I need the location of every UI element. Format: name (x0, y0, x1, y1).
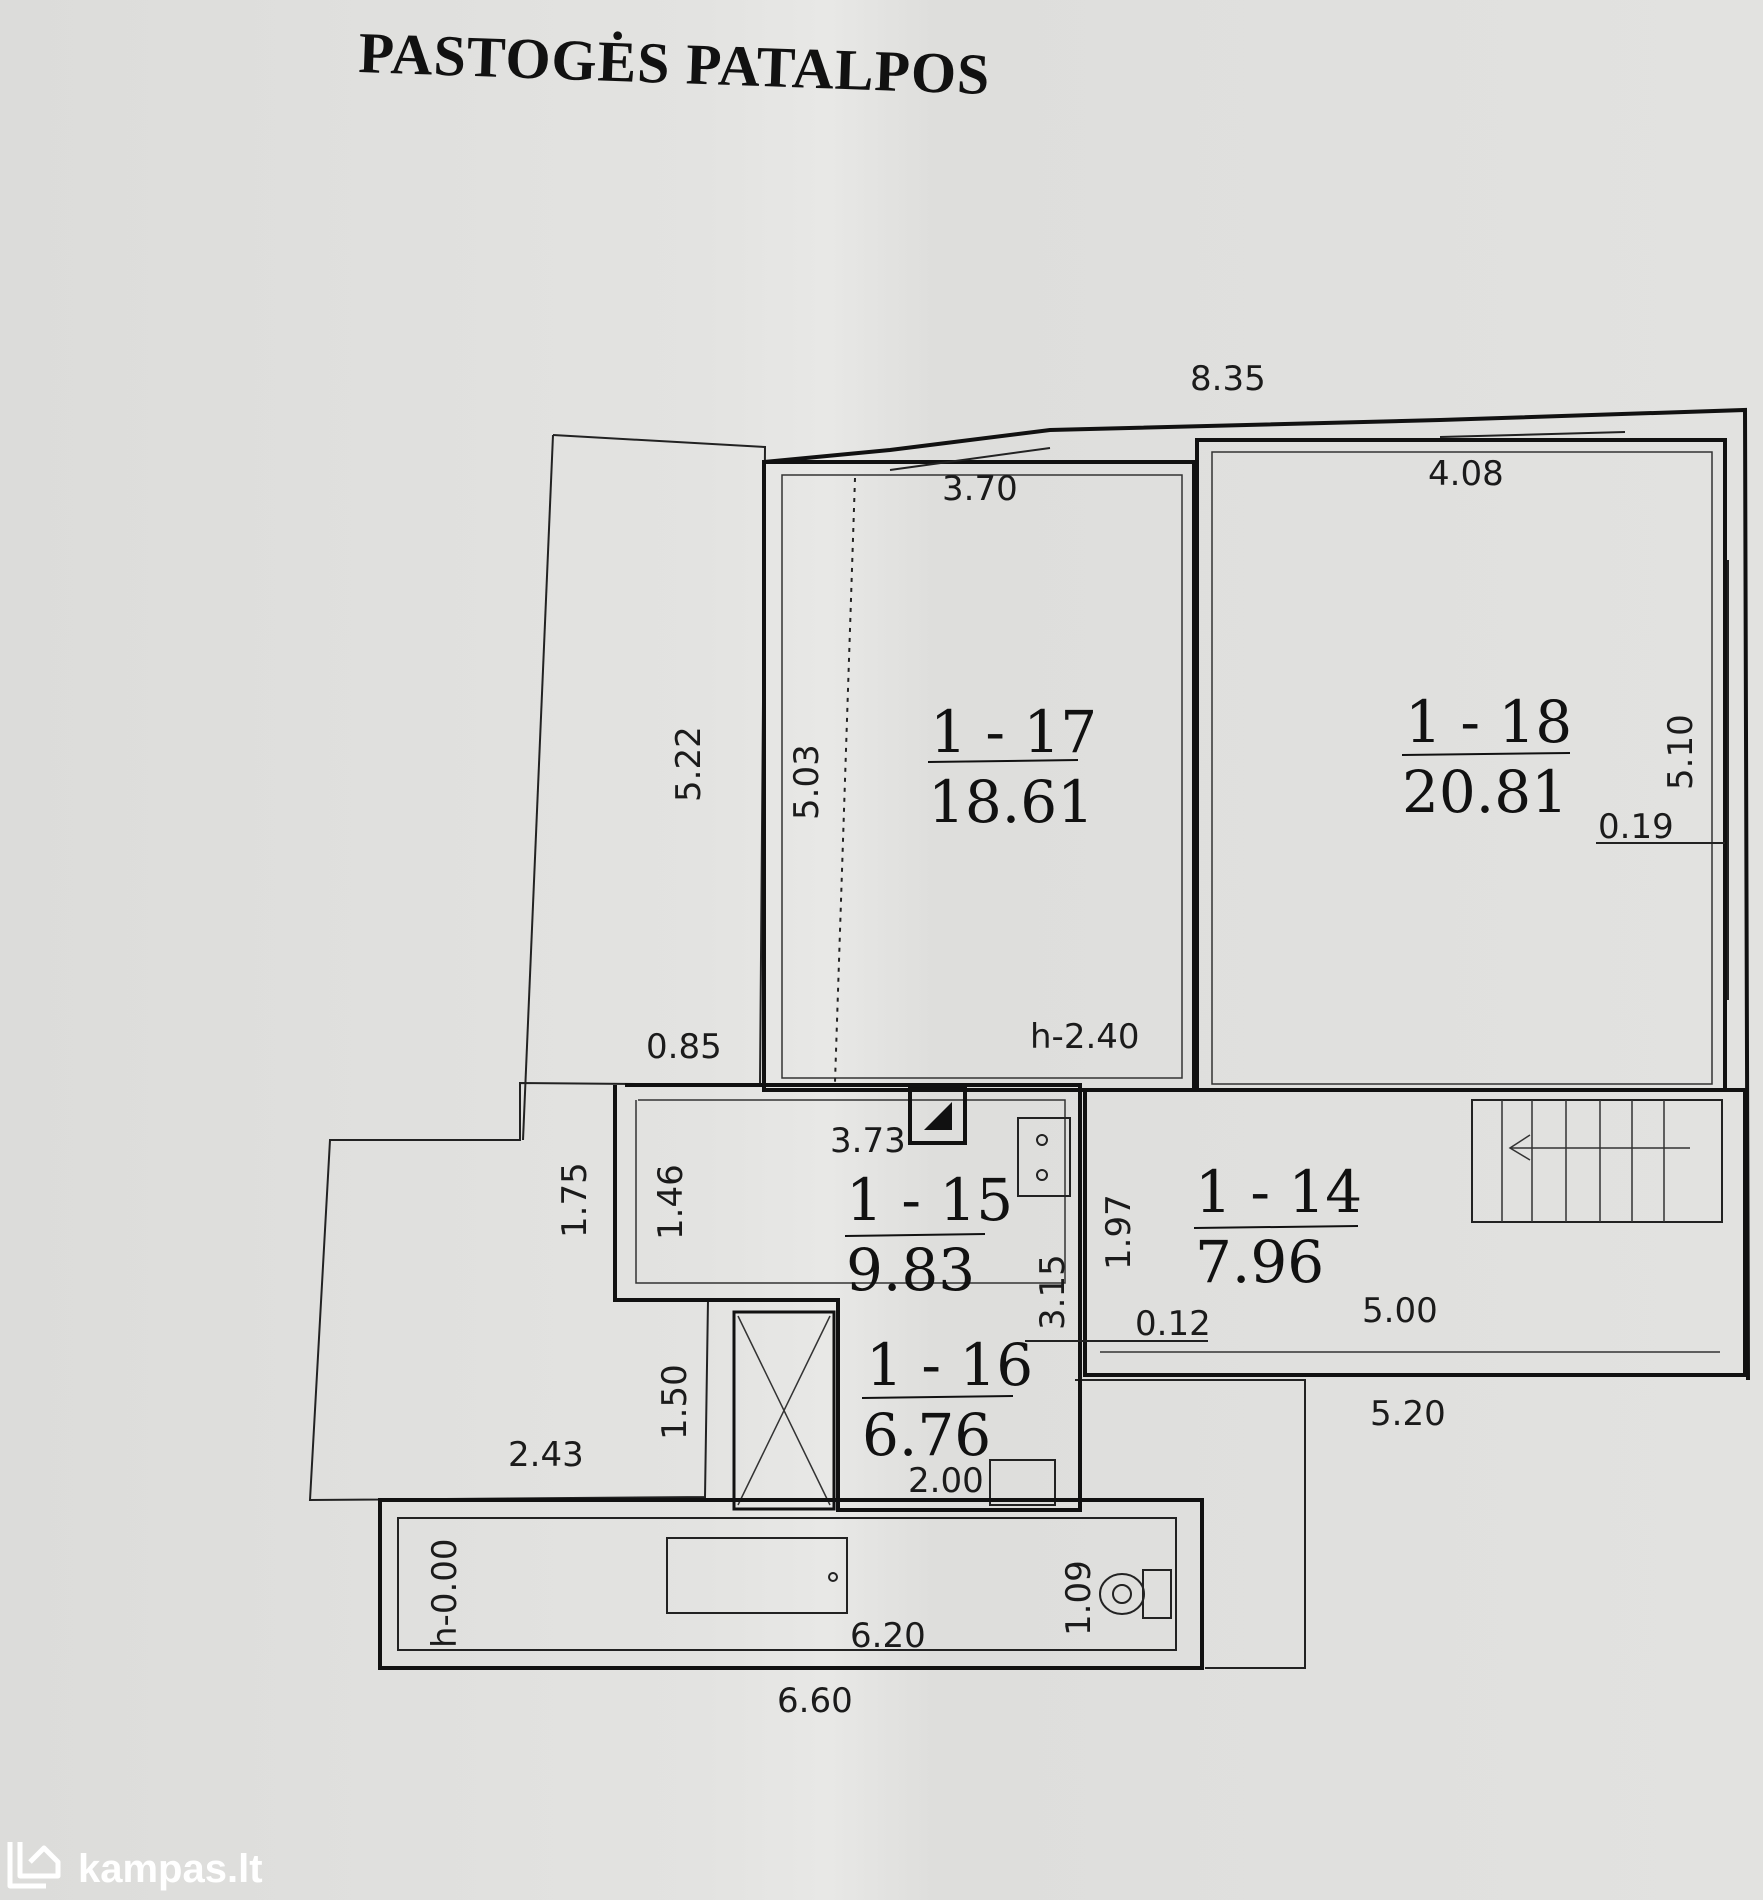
room-1-18-inner (1211, 451, 1713, 1085)
room-label-1-17: 1 - 17 18.61 (927, 698, 1097, 836)
dim-wall-019: 0.19 (1598, 807, 1674, 847)
room-label-1-14: 1 - 14 7.96 (1193, 1158, 1362, 1296)
room-area: 9.83 (846, 1236, 975, 1304)
chimney-fill (924, 1102, 952, 1130)
bathtub-icon (666, 1537, 848, 1614)
dim-bottom-520: 5.20 (1370, 1394, 1446, 1434)
dim-left-150: 1.50 (655, 1364, 695, 1440)
room-1-15-inner (635, 1099, 1066, 1284)
dim-room17-width: 3.70 (942, 469, 1018, 509)
room-id: 1 - 17 (930, 698, 1097, 766)
dim-bottom-620: 6.20 (850, 1616, 926, 1656)
room-id: 1 - 16 (866, 1331, 1033, 1399)
room-label-1-15: 1 - 15 9.83 (844, 1166, 1013, 1304)
room-area: 20.81 (1402, 758, 1568, 826)
bottom-corridor-walls (378, 1498, 1204, 1670)
window-top-2 (1439, 431, 1626, 438)
dim-left-175: 1.75 (555, 1162, 595, 1238)
dim-room16-315: 3.15 (1033, 1254, 1073, 1330)
room-id: 1 - 14 (1195, 1158, 1362, 1226)
bottom-corridor-inner (397, 1517, 1177, 1651)
dim-height-240: h-2.40 (1030, 1017, 1140, 1057)
stairs-icon (1471, 1099, 1723, 1223)
room-1-17-walls (762, 460, 1196, 1092)
room-1-14-walls (1083, 1088, 1747, 1377)
dim-overall-top: 8.35 (1190, 359, 1266, 399)
room-1-15-walls (613, 1083, 1082, 1512)
slope-line-1-17 (834, 477, 856, 1083)
room-area: 6.76 (862, 1401, 991, 1469)
dim-room14-width: 5.00 (1362, 1291, 1438, 1331)
toilet-icon (1099, 1569, 1172, 1619)
dim-room18-height: 5.10 (1661, 714, 1701, 790)
shower-icon (732, 1310, 836, 1511)
room-area: 7.96 (1195, 1228, 1324, 1296)
watermark-text: kampas.lt (78, 1847, 263, 1891)
room-id: 1 - 15 (846, 1166, 1013, 1234)
top-wall (763, 407, 1750, 1381)
room-label-1-16: 1 - 16 6.76 (861, 1331, 1033, 1469)
dim-bottom-660: 6.60 (777, 1681, 853, 1721)
dim-bath-109: 1.09 (1059, 1560, 1099, 1636)
room-1-17-inner (781, 474, 1183, 1079)
dim-room15-146: 1.46 (651, 1164, 691, 1240)
dim-left-height: 5.22 (669, 726, 709, 802)
sink-icon (1017, 1117, 1071, 1197)
dim-ledge: 0.85 (646, 1027, 722, 1067)
dim-wall-012: 0.12 (1135, 1304, 1211, 1344)
dim-room16-200: 2.00 (908, 1461, 984, 1501)
room-id: 1 - 18 (1405, 688, 1572, 756)
dim-room18-width: 4.08 (1428, 454, 1504, 494)
dim-left-243: 2.43 (508, 1435, 584, 1475)
plan-title: PASTOGĖS PATALPOS (358, 20, 992, 107)
kampas-logo: kampas.lt (7, 1842, 263, 1891)
room-area: 18.61 (928, 768, 1094, 836)
attic-left-edge (522, 434, 554, 1141)
dim-room17-height: 5.03 (787, 744, 827, 820)
attic-outline-right (1075, 1379, 1306, 1669)
window-top-1 (889, 447, 1051, 471)
room-label-1-18: 1 - 18 20.81 (1401, 688, 1572, 826)
dim-room15-width: 3.73 (830, 1121, 906, 1161)
dim-room14-197: 1.97 (1099, 1194, 1139, 1270)
washer-icon (989, 1459, 1056, 1506)
chimney-icon (908, 1086, 967, 1145)
house-icon (7, 1842, 61, 1889)
dim-height-000: h-0.00 (425, 1538, 465, 1648)
attic-outline-left (308, 434, 767, 1502)
